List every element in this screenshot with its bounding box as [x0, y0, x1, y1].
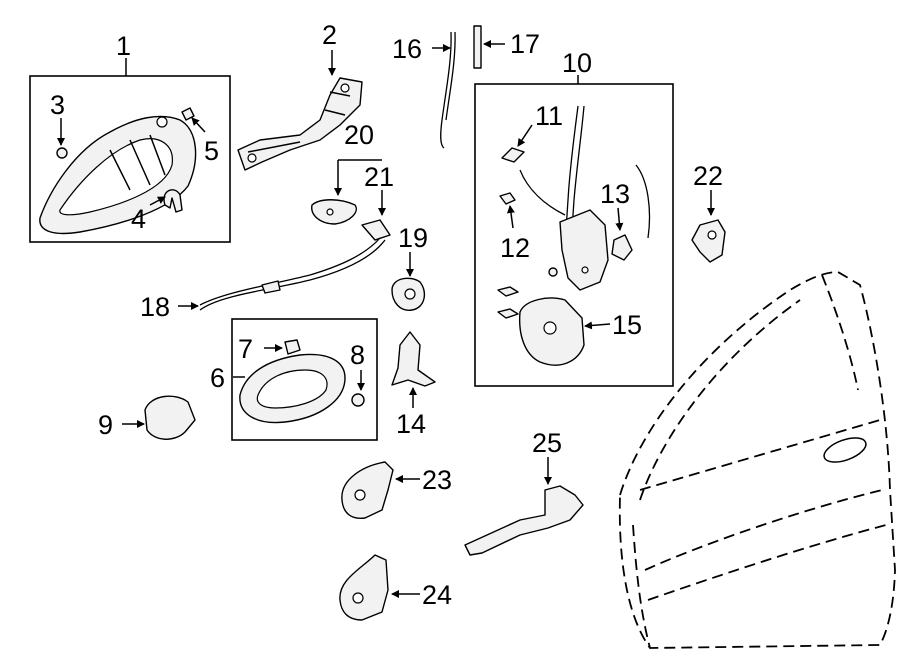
callout-14: 14 [396, 409, 426, 439]
callout-23: 23 [422, 465, 452, 495]
striker-22-part [691, 219, 726, 263]
callout-16: 16 [392, 34, 422, 64]
bracket-9-part [144, 395, 196, 440]
door-outline-part [618, 271, 896, 649]
callout-9: 9 [98, 410, 113, 440]
callout-2: 2 [322, 20, 337, 50]
group-box-lock-assembly [474, 83, 674, 387]
inside-handle-part [239, 353, 346, 424]
callout-7: 7 [238, 334, 253, 364]
callout-1: 1 [116, 31, 131, 61]
screw-5-part [181, 107, 195, 121]
rod-17-part [473, 25, 482, 69]
leader-lines [57, 40, 715, 598]
bracket-23-part [341, 461, 394, 519]
callout-17: 17 [510, 29, 540, 59]
bracket-24-part [339, 554, 389, 621]
callout-8: 8 [350, 340, 365, 370]
handle-frame-part [237, 77, 363, 171]
clip-4-part [163, 189, 183, 213]
cap-13-part [611, 234, 633, 261]
latch-20-part [311, 199, 357, 225]
callout-3: 3 [50, 90, 65, 120]
callout-12: 12 [500, 233, 530, 263]
rod-end-21-part [361, 219, 391, 241]
group-box-outer-handle [29, 75, 231, 243]
callout-11: 11 [535, 101, 563, 131]
callout-19: 19 [398, 223, 428, 253]
latch-15-part [518, 297, 585, 366]
outside-handle-part [39, 115, 197, 235]
callout-20: 20 [344, 120, 374, 150]
door-check-25-part [464, 485, 584, 556]
long-rod-18-part [199, 237, 386, 311]
callout-22: 22 [693, 161, 723, 191]
callout-13: 13 [600, 179, 630, 209]
rod-assembly-part [565, 105, 579, 231]
rod-16-part [440, 31, 452, 149]
callout-25: 25 [532, 428, 562, 458]
bracket-19-part [391, 277, 426, 311]
group-box-inner-handle [231, 318, 378, 441]
callout-5: 5 [204, 136, 219, 166]
bolt-11-part [501, 147, 525, 163]
latch-actuator-part [559, 209, 609, 291]
screw-7-part [284, 339, 301, 355]
callout-24: 24 [422, 580, 452, 610]
callout-21: 21 [364, 162, 394, 192]
cap-8-part [351, 393, 365, 407]
callout-4: 4 [131, 204, 146, 234]
screw-3-part [56, 147, 68, 159]
lock-lever-14-part [391, 331, 436, 387]
bolt-pair-part [497, 286, 519, 319]
callout-15: 15 [612, 310, 642, 340]
callout-10: 10 [562, 48, 592, 78]
callout-18: 18 [140, 292, 170, 322]
pin-part [548, 267, 558, 277]
clip-12-part [499, 192, 516, 205]
callout-6: 6 [210, 363, 225, 393]
